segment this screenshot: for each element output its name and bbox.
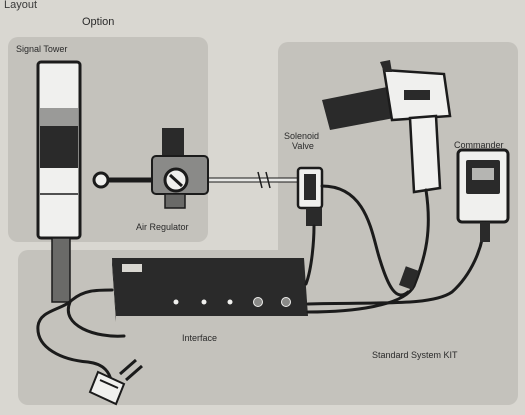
interface-label: Interface (182, 333, 218, 343)
option-heading: Option (82, 16, 115, 28)
solenoid-valve-label-line2: Valve (292, 141, 314, 151)
commander (456, 148, 510, 224)
kit-label: Standard System KIT (372, 350, 458, 360)
solenoid-valve-label-line1: Solenoid (284, 131, 320, 141)
air-regulator-label: Air Regulator (136, 222, 189, 232)
cables (36, 184, 486, 386)
cable-connectors (399, 222, 490, 290)
hose-inlet (92, 171, 110, 189)
air-hose (104, 171, 298, 189)
signal-tower-label: Signal Tower (16, 44, 68, 54)
air-regulator (151, 128, 209, 209)
nutrunner-tool (322, 60, 452, 194)
solenoid-valve (296, 166, 324, 226)
interface-unit (112, 258, 308, 322)
signal-tower (36, 60, 82, 303)
commander-label: Commander (454, 140, 504, 150)
power-plug (88, 358, 143, 406)
layout-title: Layout (4, 0, 38, 11)
